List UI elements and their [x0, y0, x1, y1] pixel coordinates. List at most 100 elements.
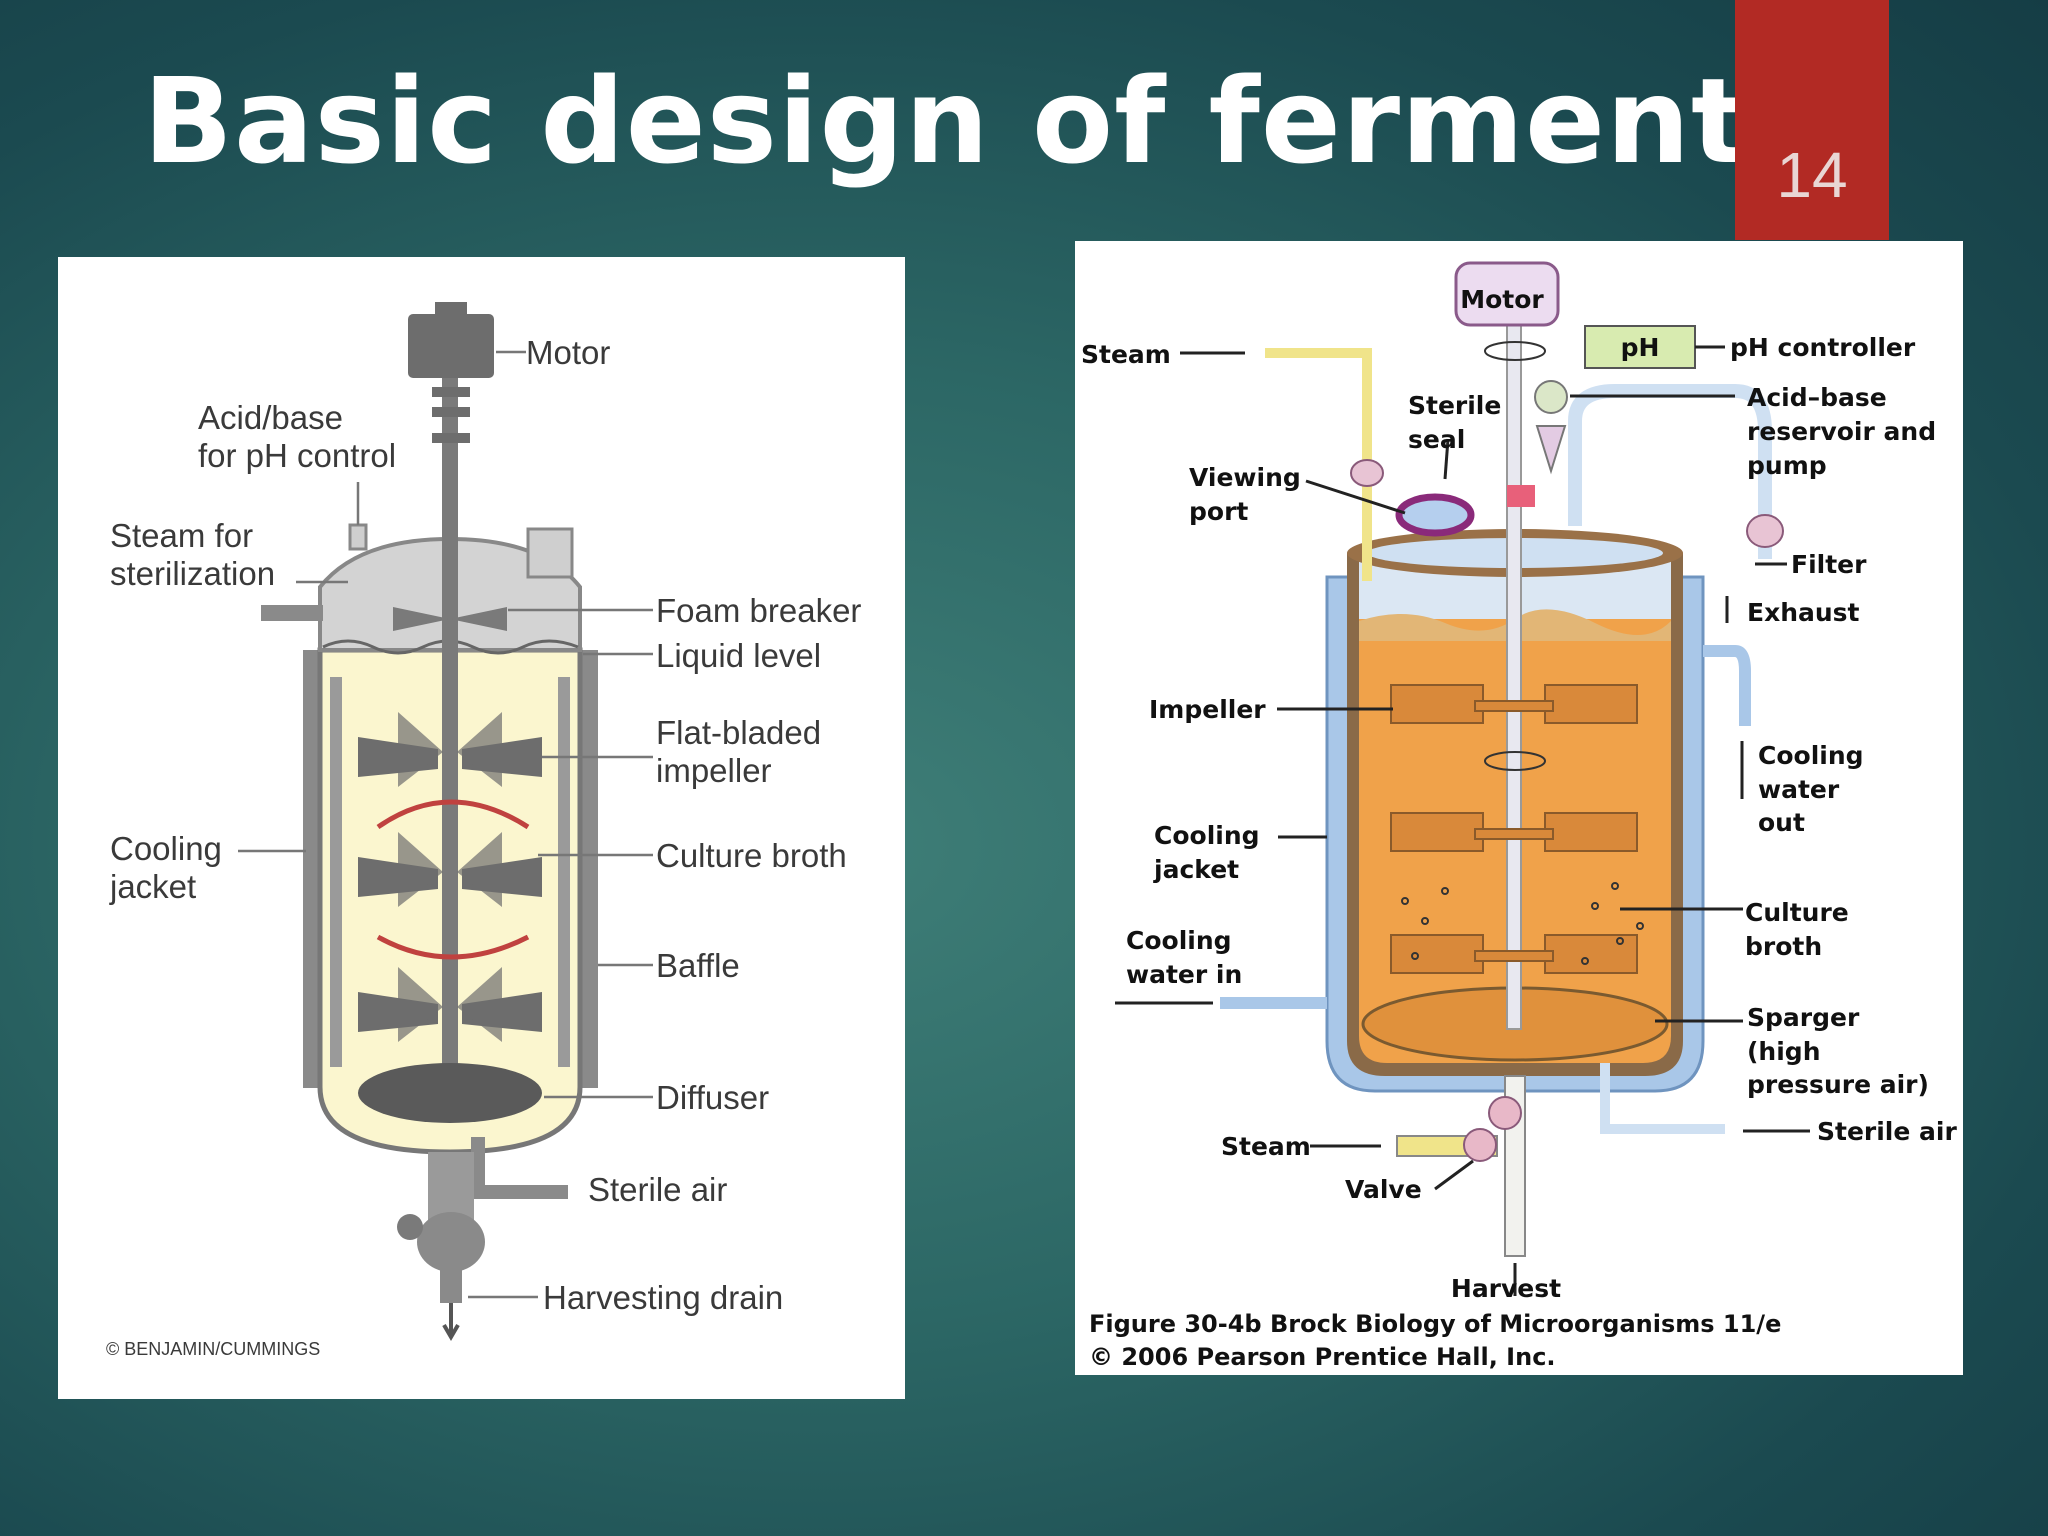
- harvest-valve: [1488, 1096, 1522, 1130]
- label-acid-base-2: reservoir and: [1747, 417, 1936, 446]
- label-cooling-water-out: Cooling: [1758, 741, 1864, 770]
- fermenter-left-illustration: Motor Acid/base for pH control Steam for…: [106, 302, 861, 1359]
- valve-handle: [397, 1214, 423, 1240]
- label-impeller: Flat-bladed: [656, 714, 821, 751]
- label-viewing-port-2: port: [1189, 497, 1248, 526]
- steam-valve: [1350, 459, 1384, 487]
- drain-arrow: [442, 1303, 460, 1341]
- acid-base-pump: [1535, 425, 1567, 475]
- label-liquid-level: Liquid level: [656, 637, 821, 674]
- leader-lines: [1115, 351, 1810, 1296]
- sterile-air-pipe: [1600, 1063, 1725, 1134]
- drain-pipe: [428, 1152, 474, 1222]
- motor-cap: [435, 302, 467, 318]
- label-cooling-water-out-3: out: [1758, 808, 1805, 837]
- impeller-middle: [1390, 812, 1638, 852]
- label-acid-base: Acid/base: [198, 399, 343, 436]
- label-sparger-2: (high: [1747, 1037, 1821, 1066]
- cooling-jacket-left-wall: [303, 650, 321, 1088]
- label-ph-controller: pH controller: [1730, 333, 1916, 362]
- label-viewing-port: Viewing: [1189, 463, 1301, 492]
- label-impeller-2: impeller: [656, 752, 772, 789]
- rotation-arrow: [1484, 751, 1546, 771]
- label-culture-broth: Culture: [1745, 898, 1849, 927]
- figure-copyright: © 2006 Pearson Prentice Hall, Inc.: [1089, 1343, 1556, 1371]
- motor-block: [408, 314, 494, 378]
- shaft-coupling: [432, 387, 470, 397]
- label-steam-top: Steam: [1081, 340, 1171, 369]
- label-cooling-jacket-2: jacket: [1153, 855, 1239, 884]
- label-foam-breaker: Foam breaker: [656, 592, 861, 629]
- impeller-bottom: [1390, 934, 1638, 974]
- impeller-shaft: [1506, 318, 1522, 1030]
- top-port: [526, 527, 574, 579]
- label-baffle: Baffle: [656, 947, 740, 984]
- acid-base-port: [348, 523, 368, 551]
- viewing-port: [1395, 493, 1475, 537]
- flow-arrow: [376, 799, 530, 830]
- diffuser-plate: [358, 1063, 542, 1123]
- baffle-left: [330, 677, 342, 1067]
- label-diffuser: Diffuser: [656, 1079, 769, 1116]
- label-steam: Steam for: [110, 517, 253, 554]
- fermenter-diagram-right: Motor pH pH controller Steam Sterile sea…: [1075, 241, 1963, 1375]
- label-culture-broth: Culture broth: [656, 837, 847, 874]
- flow-arrow: [376, 934, 530, 960]
- label-culture-broth-2: broth: [1745, 932, 1822, 961]
- label-sparger: Sparger: [1747, 1003, 1860, 1032]
- cooling-water-out-pipe: [1703, 645, 1751, 726]
- label-exhaust: Exhaust: [1747, 598, 1860, 627]
- page-number-tab: 14: [1735, 0, 1889, 240]
- baffle: [558, 677, 570, 1067]
- label-filter: Filter: [1791, 550, 1867, 579]
- impeller-middle: [358, 832, 542, 907]
- sterile-air-pipe: [471, 1137, 568, 1199]
- slide-title: Basic design of fermenter: [143, 52, 1889, 190]
- label-credit: © BENJAMIN/CUMMINGS: [106, 1339, 320, 1359]
- acid-base-reservoir: [1534, 380, 1568, 414]
- impeller-top: [358, 712, 542, 787]
- steam-inlet-pipe: [261, 605, 323, 621]
- label-motor: Motor: [526, 334, 610, 371]
- steam-pipe: [1265, 348, 1372, 581]
- label-motor: Motor: [1460, 285, 1544, 314]
- fermenter-right-illustration: Motor pH pH controller Steam Sterile sea…: [1081, 261, 1957, 1371]
- sterile-seal: [1507, 485, 1535, 507]
- label-cooling-water-out-2: water: [1758, 775, 1840, 804]
- shaft-coupling: [432, 433, 470, 443]
- label-steam-bottom: Steam: [1221, 1132, 1311, 1161]
- label-harvest: Harvest: [1451, 1274, 1561, 1303]
- label-sterile-air: Sterile air: [1817, 1117, 1957, 1146]
- motor-block: [1454, 261, 1560, 327]
- exhaust-tube: [1568, 384, 1772, 559]
- label-sterile-air: Sterile air: [588, 1171, 727, 1208]
- label-valve: Valve: [1345, 1175, 1422, 1204]
- impeller-shaft: [442, 347, 458, 1087]
- impeller-top: [1390, 684, 1638, 724]
- label-sparger-3: pressure air): [1747, 1070, 1929, 1099]
- figure-caption: Figure 30-4b Brock Biology of Microorgan…: [1089, 1310, 1781, 1338]
- impeller-bottom: [358, 967, 542, 1042]
- label-acid-base: Acid–base: [1747, 383, 1887, 412]
- shaft-coupling: [432, 407, 470, 417]
- steam-valve-bottom: [1463, 1128, 1497, 1162]
- leader-lines: [238, 350, 653, 1299]
- label-cooling-jacket-2: jacket: [109, 868, 196, 905]
- label-acid-base-3: pump: [1747, 451, 1827, 480]
- label-ph: pH: [1621, 333, 1660, 362]
- label-cooling-water-in-2: water in: [1126, 960, 1242, 989]
- page-number: 14: [1776, 139, 1848, 211]
- label-sterile-seal: Sterile: [1408, 391, 1501, 420]
- rotation-arrow: [1484, 341, 1546, 361]
- drain-outlet: [440, 1269, 462, 1303]
- label-acid-base-2: for pH control: [198, 437, 396, 474]
- filter: [1746, 514, 1784, 548]
- drain-valve: [417, 1212, 485, 1272]
- label-cooling-water-in: Cooling: [1126, 926, 1232, 955]
- fermenter-diagram-left: Motor Acid/base for pH control Steam for…: [58, 257, 905, 1399]
- label-cooling-jacket: Cooling: [1154, 821, 1260, 850]
- label-steam-2: sterilization: [110, 555, 275, 592]
- label-harvesting-drain: Harvesting drain: [543, 1279, 783, 1316]
- cooling-jacket-right-wall: [580, 650, 598, 1088]
- label-cooling-jacket: Cooling: [110, 830, 222, 867]
